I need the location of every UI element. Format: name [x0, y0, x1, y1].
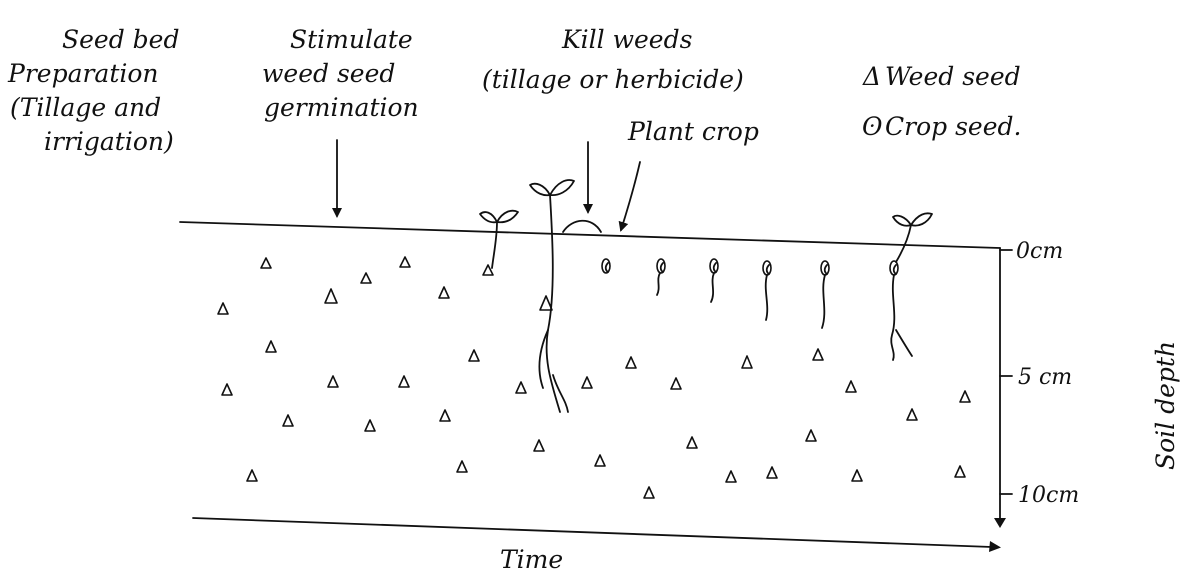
weed-seed [515, 381, 527, 394]
weed-seed [581, 376, 593, 389]
weed-seed [812, 348, 824, 361]
legend-weed-symbol: Δ [862, 62, 881, 91]
plant-crop-arrow [618, 161, 641, 232]
weed-seed [327, 375, 339, 388]
kill-weeds-line-2: (tillage or herbicide) [482, 65, 744, 94]
soil-depth-label: Soil depth [1151, 341, 1180, 470]
weed-seed [594, 454, 606, 467]
depth-axis-arrowhead [994, 518, 1006, 528]
killed-weed-arc [562, 219, 602, 233]
plant-crop-annotation: Plant crop [618, 117, 759, 232]
seedbed-line-4: irrigation) [44, 127, 174, 156]
weed-seed [954, 465, 966, 478]
time-label: Time [500, 545, 563, 574]
weed-seeds [217, 256, 971, 499]
weed-seed [482, 264, 494, 276]
crop-seed [762, 260, 772, 321]
time-axis-arrowhead [989, 541, 1001, 552]
kill-weeds-line-1: Kill weeds [561, 25, 692, 54]
soil-surface-line [179, 221, 1001, 249]
weed-seed [625, 356, 637, 369]
depth-axis: 0cm 5 cm 10cm Soil depth [994, 239, 1180, 528]
weed-seed [766, 466, 778, 479]
weed-seed [845, 380, 857, 393]
weed-seed [725, 470, 737, 483]
weed-seed [468, 349, 480, 362]
weed-seed [670, 377, 682, 390]
depth-tick-label-10: 10cm [1018, 483, 1079, 508]
time-axis: Time [192, 517, 1001, 574]
stimulate-line-3: germination [264, 93, 419, 122]
depth-tick-label-0: 0cm [1016, 239, 1063, 264]
weed-seed [398, 375, 410, 388]
weed-seed [959, 390, 971, 403]
weed-seed [456, 460, 468, 473]
weed-seed [533, 439, 545, 452]
stimulate-line-2: weed seed [262, 59, 395, 88]
weed-seed [324, 288, 338, 304]
weed-seed [643, 486, 655, 499]
legend: Δ Weed seed ʘ Crop seed. [862, 62, 1021, 141]
weed-seedlings [479, 179, 575, 413]
crop-seed [601, 258, 611, 274]
plant-crop-label: Plant crop [627, 117, 759, 146]
seedbed-line-2: Preparation [7, 59, 159, 88]
weed-seed [364, 419, 376, 432]
crop-seeds [601, 212, 933, 361]
weed-seed [282, 414, 294, 427]
stimulate-line-1: Stimulate [290, 25, 413, 54]
weed-seed [539, 295, 553, 311]
crop-seed [820, 260, 830, 329]
weed-seed [399, 256, 411, 268]
tall-weed-seedling [529, 179, 575, 413]
legend-weed-label: Weed seed [885, 62, 1021, 91]
weed-seed [360, 272, 372, 284]
crop-seedling [889, 212, 933, 361]
legend-crop-label: Crop seed. [885, 112, 1021, 141]
legend-crop-symbol: ʘ [862, 112, 883, 141]
weed-seed [805, 429, 817, 442]
stimulate-annotation: Stimulate weed seed germination [262, 25, 419, 218]
crop-seed [709, 258, 719, 303]
weed-seed [438, 286, 450, 299]
weed-seed [906, 408, 918, 421]
weed-seed [265, 340, 277, 353]
weed-seed [686, 436, 698, 449]
weed-seed [246, 469, 258, 482]
time-axis-line [192, 517, 993, 548]
depth-tick-label-5: 5 cm [1018, 365, 1072, 390]
seedbed-line-1: Seed bed [62, 25, 179, 54]
weed-seed [217, 302, 229, 315]
small-weed-seedling [479, 209, 519, 269]
weed-seed [741, 355, 753, 369]
weed-seed [221, 383, 233, 396]
kill-weeds-annotation: Kill weeds (tillage or herbicide) [482, 25, 744, 233]
weed-seed [851, 469, 863, 482]
seedbed-line-3: (Tillage and [10, 93, 161, 122]
seedbed-annotation: Seed bed Preparation (Tillage and irriga… [7, 25, 179, 156]
weed-seed [260, 257, 272, 269]
weed-seed [439, 409, 451, 422]
crop-seed [656, 258, 666, 296]
